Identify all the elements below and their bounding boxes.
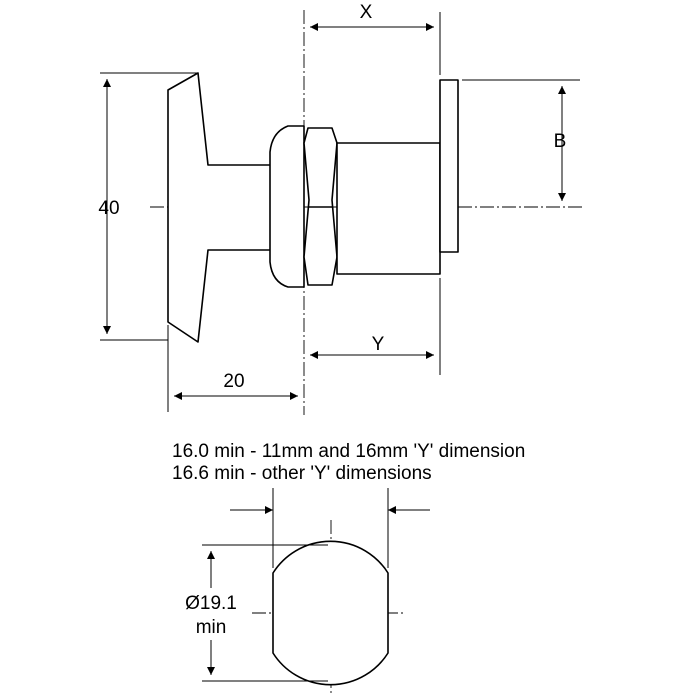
diameter-unit-label: min bbox=[196, 617, 227, 638]
dimension-y-label: Y bbox=[372, 334, 385, 355]
lock-barrel bbox=[336, 142, 441, 275]
end-view: Ø19.1 min bbox=[185, 488, 430, 696]
knob-handle bbox=[167, 72, 273, 343]
cam-plate bbox=[439, 79, 459, 253]
flatted-barrel-profile bbox=[272, 540, 389, 686]
dimension-b-label: B bbox=[554, 131, 567, 152]
note-line-2: 16.6 min - other 'Y' dimensions bbox=[172, 463, 432, 484]
dimension-depth-label: 20 bbox=[223, 371, 244, 392]
dimension-x-label: X bbox=[360, 2, 373, 23]
side-view: X Y B 40 20 bbox=[98, 2, 585, 415]
dimension-height-label: 40 bbox=[98, 198, 119, 219]
note-line-1: 16.0 min - 11mm and 16mm 'Y' dimension bbox=[172, 441, 525, 462]
domed-washer bbox=[269, 125, 305, 288]
diameter-label: Ø19.1 bbox=[185, 593, 237, 614]
